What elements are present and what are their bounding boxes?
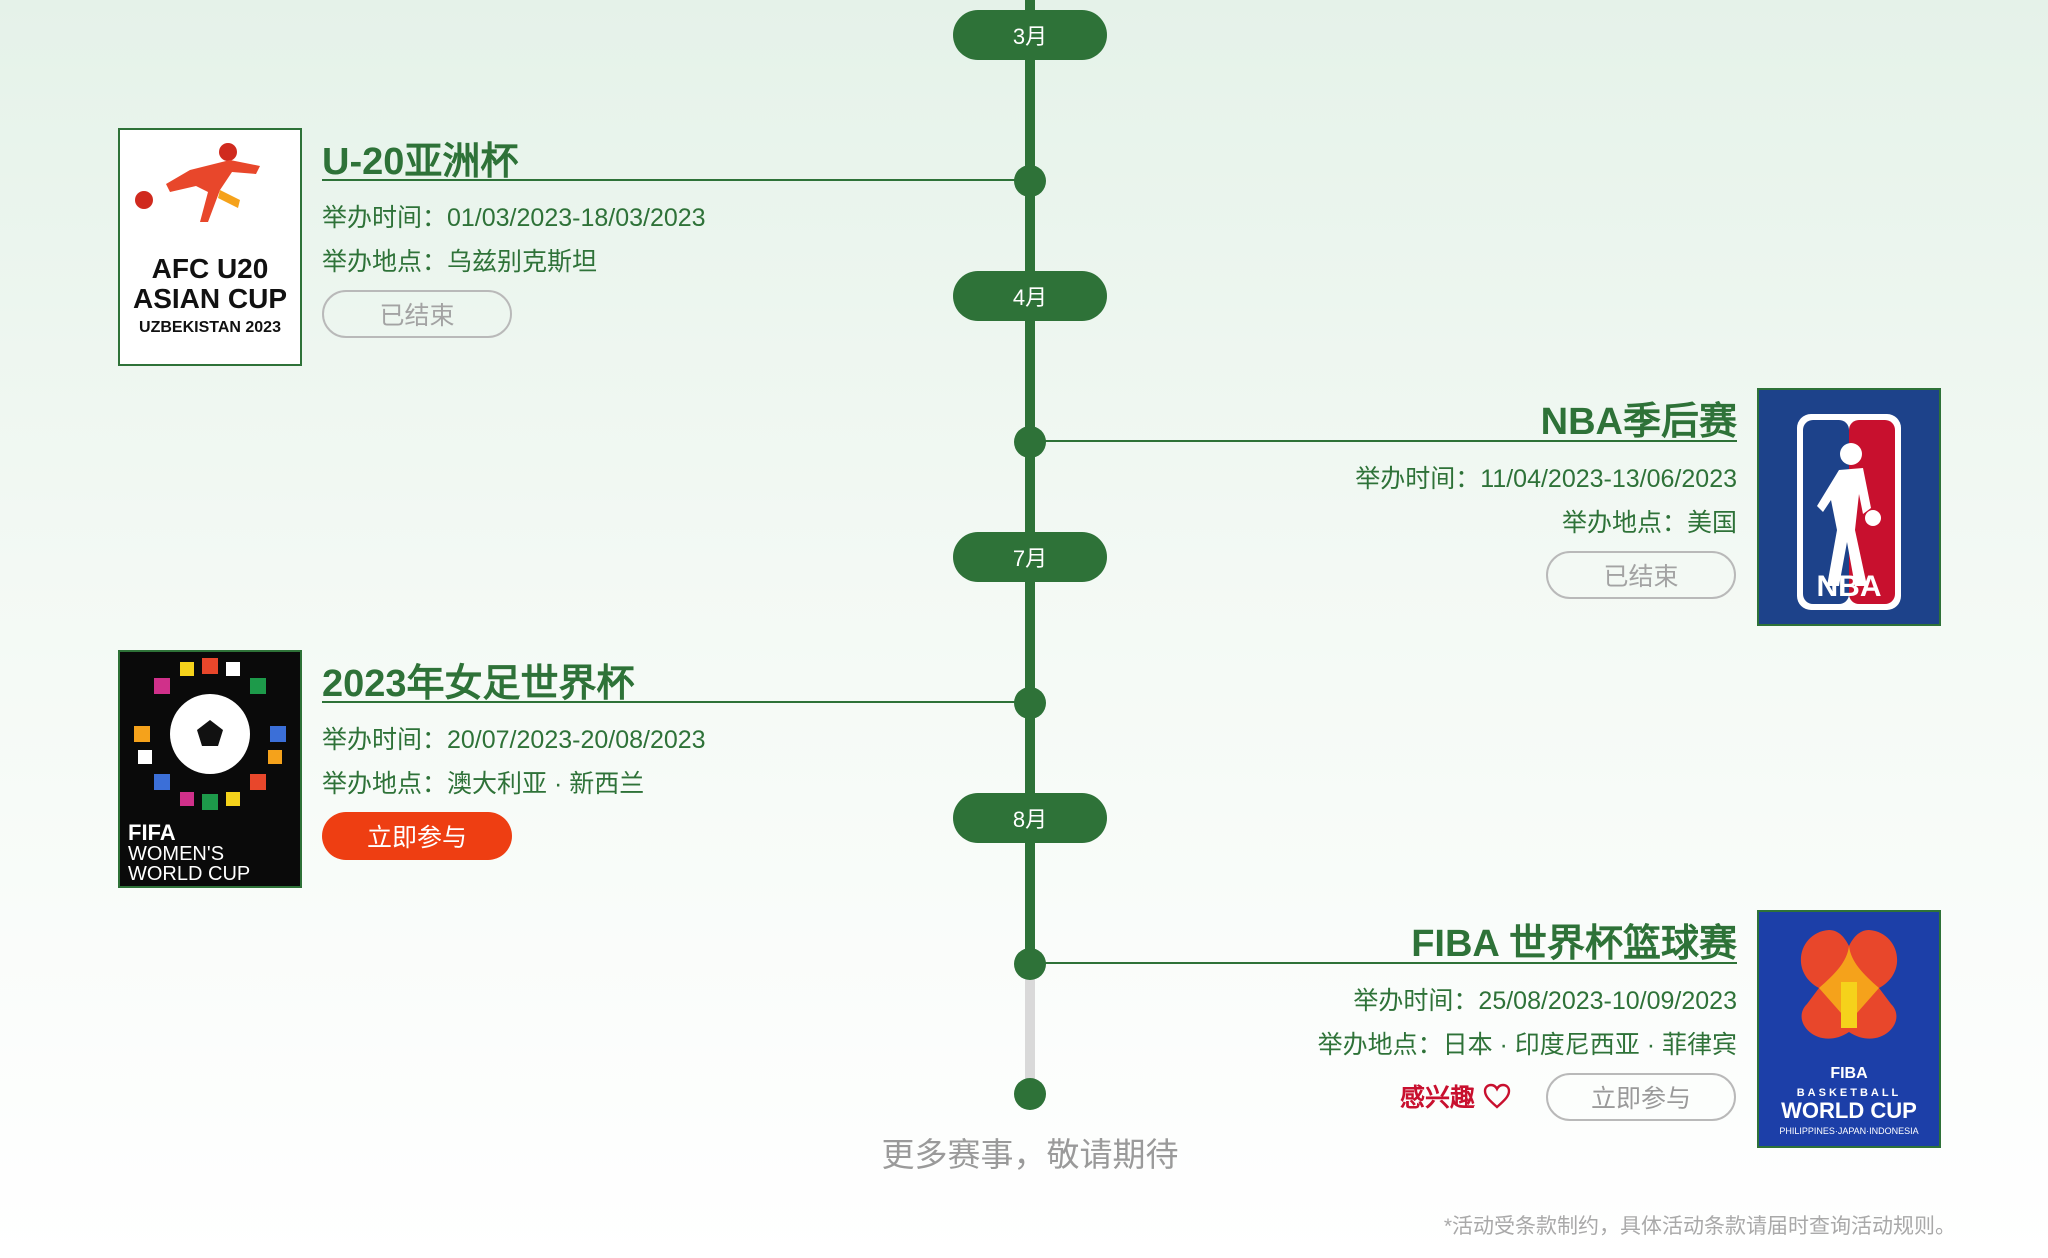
event-rule	[322, 179, 1030, 181]
event-place-womens-world-cup: 举办地点：澳大利亚 · 新西兰	[322, 770, 645, 798]
heart-icon	[1483, 1083, 1511, 1109]
timeline-dot	[1014, 165, 1046, 197]
afc-logo-text-2: ASIAN CUP	[133, 283, 287, 314]
event-title-womens-world-cup: 2023年女足世界杯	[322, 663, 635, 705]
event-rule	[322, 701, 1030, 703]
event-place-fiba: 举办地点：日本 · 印度尼西亚 · 菲律宾	[1317, 1031, 1737, 1059]
month-pill-march: 3月	[953, 10, 1107, 60]
nba-logo-text: NBA	[1817, 570, 1882, 603]
interested-label: 感兴趣	[1400, 1084, 1476, 1112]
timeline-dot	[1014, 426, 1046, 458]
fiba-logo-text-4: PHILIPPINES·JAPAN·INDONESIA	[1779, 1126, 1918, 1136]
event-rule	[1030, 440, 1737, 442]
fiba-logo-text-1: FIBA	[1830, 1065, 1868, 1082]
more-events-text: 更多赛事，敬请期待	[881, 1136, 1179, 1173]
fifa-logo-text-1: FIFA	[128, 820, 176, 845]
timeline-end-dot	[1014, 1078, 1046, 1110]
fifa-logo-text-3: WORLD CUP	[128, 863, 250, 885]
event-place-nba: 举办地点：美国	[1561, 509, 1737, 537]
fiba-logo-text-3: WORLD CUP	[1781, 1098, 1917, 1123]
afc-u20-logo: AFC U20 ASIAN CUP UZBEKISTAN 2023	[118, 128, 302, 366]
fifa-logo-text-2: WOMEN'S	[128, 843, 224, 865]
event-time-womens-world-cup: 举办时间：20/07/2023-20/08/2023	[322, 726, 706, 754]
event-time-fiba: 举办时间：25/08/2023-10/09/2023	[1353, 987, 1737, 1015]
ended-button-u20[interactable]: 已结束	[322, 290, 512, 338]
event-title-fiba: FIBA 世界杯篮球赛	[1411, 923, 1737, 965]
fifa-womens-world-cup-logo: FIFA WOMEN'S WORLD CUP	[118, 650, 302, 888]
fiba-world-cup-logo: FIBA BASKETBALL WORLD CUP PHILIPPINES·JA…	[1757, 910, 1941, 1148]
join-now-button-womens-world-cup[interactable]: 立即参与	[322, 812, 512, 860]
timeline-dot	[1014, 948, 1046, 980]
event-time-nba: 举办时间：11/04/2023-13/06/2023	[1355, 465, 1737, 493]
afc-logo-text-3: UZBEKISTAN 2023	[139, 319, 281, 336]
nba-logo: NBA	[1757, 388, 1941, 626]
month-pill-august: 8月	[953, 793, 1107, 843]
event-title-nba: NBA季后赛	[1540, 401, 1737, 443]
event-place-u20: 举办地点：乌兹别克斯坦	[322, 248, 598, 276]
timeline-dot	[1014, 687, 1046, 719]
join-now-button-fiba[interactable]: 立即参与	[1546, 1073, 1736, 1121]
timeline-line-future	[1025, 963, 1035, 1094]
event-rule	[1030, 962, 1737, 964]
month-pill-april: 4月	[953, 271, 1107, 321]
event-time-u20: 举办时间：01/03/2023-18/03/2023	[322, 204, 706, 232]
fiba-logo-text-2: BASKETBALL	[1797, 1087, 1902, 1099]
interested-toggle[interactable]: 感兴趣	[1400, 1078, 1511, 1114]
month-pill-july: 7月	[953, 532, 1107, 582]
ended-button-nba[interactable]: 已结束	[1546, 551, 1736, 599]
event-title-u20: U-20亚洲杯	[322, 141, 519, 183]
afc-logo-text-1: AFC U20	[152, 253, 269, 284]
timeline-line	[1025, 0, 1035, 963]
terms-footnote: *活动受条款制约，具体活动条款请届时查询活动规则。	[1443, 1215, 1956, 1238]
